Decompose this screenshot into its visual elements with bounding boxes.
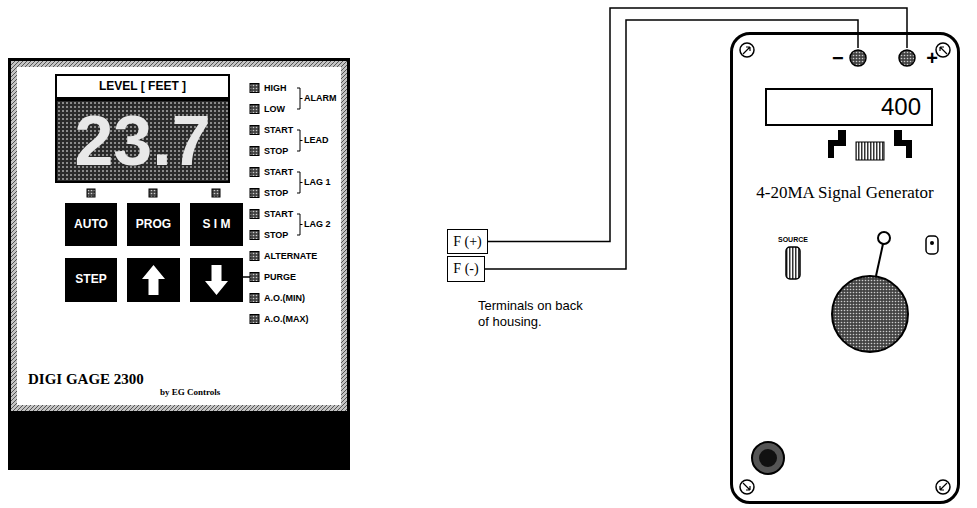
down-arrow-icon: [205, 265, 228, 295]
lamp-label: START: [264, 167, 293, 178]
output-jack: [752, 442, 784, 474]
group-label: ALARM: [304, 93, 337, 104]
lamp-label: A.O.(MIN): [264, 293, 305, 304]
screw-mark: [743, 47, 750, 54]
button-label: S I M: [202, 218, 230, 231]
screw: [740, 480, 754, 494]
lamp-label: START: [264, 125, 293, 136]
lamp-label: PURGE: [264, 272, 296, 283]
switch-label: SOURCE: [778, 236, 808, 244]
prog-button: PROG: [127, 203, 180, 246]
button-lamp: [149, 189, 157, 197]
clip-body: [856, 142, 884, 160]
screw: [740, 43, 754, 57]
screw: [936, 43, 950, 57]
level-reading: 23.7: [74, 106, 210, 176]
lamp-label: START: [264, 209, 293, 220]
status-lamp: [250, 231, 259, 240]
screw: [936, 480, 950, 494]
status-lamp: [250, 273, 259, 282]
source-switch: [786, 247, 800, 279]
lamp-label: HIGH: [264, 83, 287, 94]
status-lamp: [250, 294, 259, 303]
terminal-block: F (+): [447, 229, 488, 254]
status-lamp: [250, 105, 259, 114]
group-bracket: [297, 88, 303, 109]
step-button: STEP: [65, 258, 117, 302]
group-bracket: [297, 130, 303, 151]
brand-logo: DIGI GAGE 2300: [28, 371, 144, 388]
minus-terminal: −: [832, 48, 874, 68]
purge-lead: [243, 276, 250, 278]
bezel: [11, 61, 347, 411]
lamp-label: LOW: [264, 104, 285, 115]
sim-button: S I M: [190, 203, 243, 246]
front-face: [17, 67, 341, 405]
display-legend: LEVEL [ FEET ]: [55, 74, 230, 99]
lamp-label: STOP: [264, 230, 288, 241]
button-label: PROG: [136, 218, 171, 231]
lamp-label: STOP: [264, 188, 288, 199]
screw-mark: [743, 483, 750, 490]
knob-pointer: [876, 244, 883, 276]
adjust-knob: [832, 276, 908, 352]
controller-housing: [8, 58, 350, 470]
button-label: AUTO: [74, 218, 108, 231]
down-button: [190, 258, 243, 302]
status-lamp: [250, 252, 259, 261]
level-display: 23.7: [55, 99, 230, 183]
screw-mark: [940, 483, 947, 490]
status-lamp: [250, 147, 259, 156]
group-bracket: [297, 172, 303, 193]
clip-tab: [894, 130, 912, 158]
display-legend-text: LEVEL [ FEET ]: [99, 80, 186, 93]
status-lamp: [250, 84, 259, 93]
binding-post: [850, 50, 866, 66]
lamp-label: STOP: [264, 146, 288, 157]
group-label: LAG 1: [304, 177, 331, 188]
status-lamp: [250, 168, 259, 177]
polarity-sign: −: [832, 48, 844, 68]
terminal-label: F (-): [453, 261, 478, 276]
group-bracket: [297, 214, 303, 235]
output-jack-hole: [759, 449, 777, 467]
knob-cap: [878, 232, 890, 244]
status-lamp: [250, 126, 259, 135]
binding-post: [899, 50, 915, 66]
device-name: 4-20MA Signal Generator: [740, 184, 950, 203]
terminal-label: F (+): [453, 234, 482, 249]
group-label: LEAD: [304, 135, 329, 146]
group-label: LAG 2: [304, 219, 331, 230]
lamp-label: A.O.(MAX): [264, 314, 309, 325]
signal-generator: 4-20MA Signal Generator − +400: [730, 32, 960, 504]
status-lamp: [250, 189, 259, 198]
signal-wire: [485, 20, 858, 269]
lamp-label: ALTERNATE: [264, 251, 317, 262]
up-button: [127, 258, 180, 302]
power-switch: [926, 236, 938, 254]
maker-name: by EG Controls: [160, 388, 220, 398]
output-reading: 400: [881, 95, 921, 119]
generator-display: 400: [765, 88, 933, 126]
controller-housing: DIGI GAGE 2300 by EG Controls LEVEL [ FEET…: [8, 58, 350, 470]
button-label: STEP: [75, 273, 106, 286]
auto-button: AUTO: [65, 203, 117, 246]
screw-mark: [940, 47, 947, 54]
up-arrow-icon: [142, 265, 165, 295]
polarity-sign: +: [926, 48, 938, 68]
plus-terminal: +: [896, 48, 938, 68]
note: Terminals on back of housing.: [478, 298, 596, 331]
status-lamp: [250, 315, 259, 324]
button-lamp: [87, 189, 95, 197]
power-switch-dot: [930, 241, 934, 245]
terminal-block: F (-): [447, 256, 485, 282]
clip-tab: [828, 130, 846, 158]
status-lamp: [250, 210, 259, 219]
button-lamp: [212, 189, 220, 197]
